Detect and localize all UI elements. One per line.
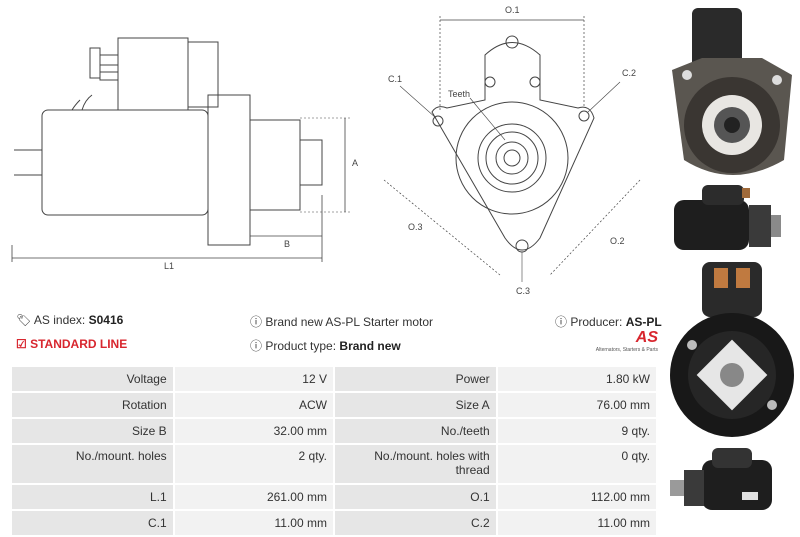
spec-value: 112.00 mm <box>495 483 659 511</box>
spec-value: 11.00 mm <box>172 509 335 537</box>
spec-key: Size B <box>10 417 175 445</box>
product-photo-renderings <box>670 8 794 510</box>
spec-key: No./teeth <box>332 417 498 445</box>
label-teeth: Teeth <box>448 89 470 99</box>
label-o2: O.2 <box>610 236 625 246</box>
technical-drawing: L1 B A O.1 C.1 C. <box>0 0 660 300</box>
product-photos <box>662 0 800 527</box>
standard-line: ☑ STANDARD LINE <box>16 337 128 351</box>
spec-key: C.2 <box>332 509 498 537</box>
spec-key: Power <box>332 365 498 393</box>
photo-side-view <box>674 185 781 250</box>
label-c1: C.1 <box>388 74 402 84</box>
spec-value: 11.00 mm <box>495 509 659 537</box>
info-icon: ⓘ <box>555 315 568 329</box>
label-o3: O.3 <box>408 222 423 232</box>
tag-icon: 🏷︎ <box>16 313 32 327</box>
label-b: B <box>284 239 290 249</box>
photo-side-view-2 <box>670 448 772 510</box>
photo-rear-view <box>670 262 794 437</box>
product-type-value: Brand new <box>339 339 401 353</box>
photo-front-flange <box>672 8 792 175</box>
info-icon: ⓘ <box>250 339 263 353</box>
spec-key: L.1 <box>10 483 175 511</box>
front-view-diagram <box>383 16 641 282</box>
info-icon: ⓘ <box>250 315 263 329</box>
spec-key: Size A <box>332 391 498 419</box>
spec-value: ACW <box>172 391 335 419</box>
label-l1: L1 <box>164 261 174 271</box>
spec-value: 2 qty. <box>172 443 335 485</box>
label-c3: C.3 <box>516 286 530 296</box>
spec-key: Voltage <box>10 365 175 393</box>
spec-value: 1.80 kW <box>495 365 659 393</box>
label-o1: O.1 <box>505 5 520 15</box>
starter-diagrams: L1 B A O.1 C.1 C. <box>11 5 641 296</box>
spec-value: 76.00 mm <box>495 391 659 419</box>
as-pl-logo: AS Alternators, Starters & Parts <box>595 329 658 354</box>
spec-key: No./mount. holes with thread <box>332 443 498 485</box>
spec-key: O.1 <box>332 483 498 511</box>
spec-value: 9 qty. <box>495 417 659 445</box>
as-index: 🏷︎ AS index: S0416 <box>16 313 124 327</box>
label-a: A <box>352 158 358 168</box>
spec-value: 261.00 mm <box>172 483 335 511</box>
producer-value: AS-PL <box>625 315 662 329</box>
brand-info: ⓘ Brand new AS-PL Starter motor <box>250 315 433 329</box>
spec-value: 12 V <box>172 365 335 393</box>
spec-value: 0 qty. <box>495 443 659 485</box>
as-index-value: S0416 <box>88 313 124 327</box>
side-view-diagram <box>11 37 350 262</box>
product-type: ⓘ Product type: Brand new <box>250 339 401 353</box>
label-c2: C.2 <box>622 68 636 78</box>
spec-value: 32.00 mm <box>172 417 335 445</box>
spec-key: No./mount. holes <box>10 443 175 485</box>
producer: ⓘ Producer: AS-PL <box>555 315 662 329</box>
spec-key: C.1 <box>10 509 175 537</box>
spec-key: Rotation <box>10 391 175 419</box>
checkbox-icon: ☑ <box>16 337 27 351</box>
